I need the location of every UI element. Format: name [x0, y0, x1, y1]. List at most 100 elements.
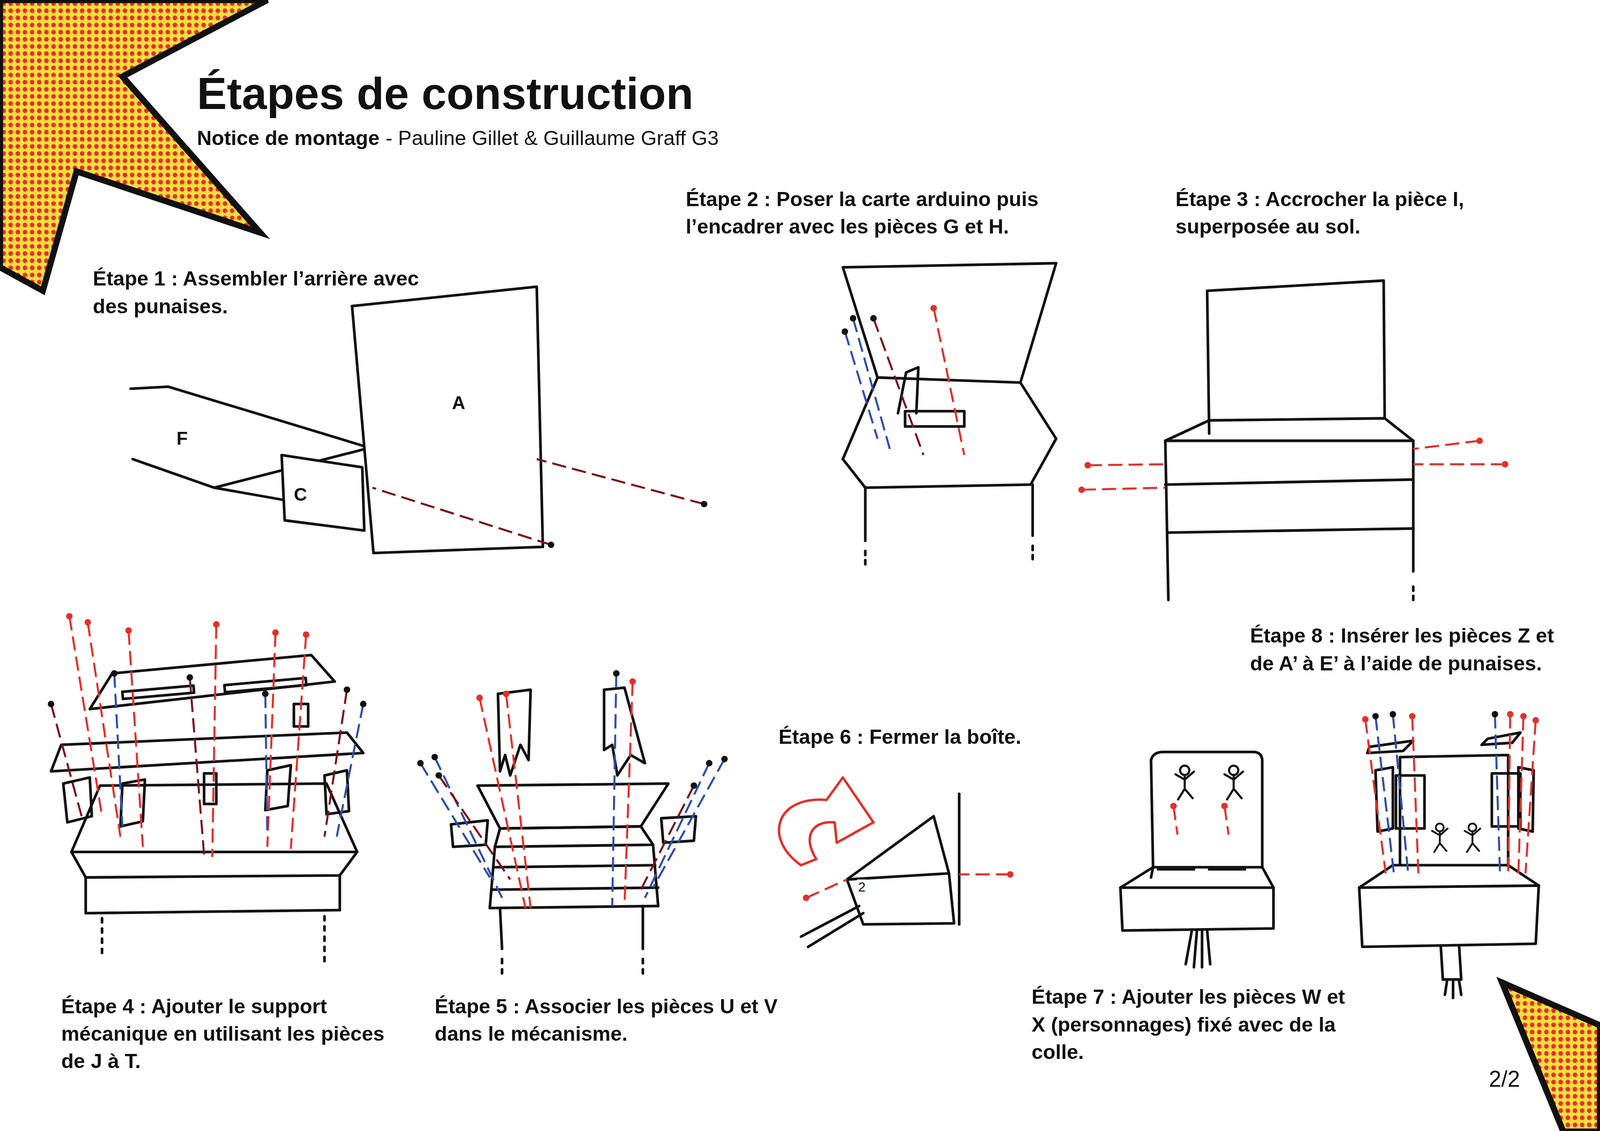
- sketch-line: [47, 304, 1540, 909]
- sketch-line: [1495, 714, 1501, 874]
- step-caption: Étape 1 : Assembler l’arrière avec des p…: [93, 265, 435, 321]
- sketch-line: [1525, 720, 1536, 874]
- sketch-line: [343, 686, 351, 693]
- sketch-line: [612, 673, 617, 907]
- sketch-line: [1491, 711, 1498, 718]
- sketch-line: [721, 755, 728, 763]
- sketch-line: [1031, 484, 1034, 536]
- sketch-line: [1158, 867, 1194, 871]
- sketch-line: [1506, 711, 1514, 718]
- sketch-line: [476, 694, 483, 702]
- sketch-line: [1209, 867, 1245, 871]
- sketch-line: [503, 690, 510, 697]
- sketch-line: [189, 677, 204, 856]
- sketch-line: [1081, 487, 1165, 490]
- sketch-line: [603, 687, 645, 776]
- sketch-line: [1007, 871, 1014, 878]
- sketch-line: [265, 693, 268, 837]
- subtitle: Notice de montage: [197, 124, 380, 151]
- authors: - Pauline Gillet & Guillaume Graff G3: [385, 124, 719, 151]
- sketch-line: [849, 315, 857, 322]
- sketch-line: [272, 629, 279, 636]
- sketch-line: [499, 908, 502, 949]
- sketch-line: [1185, 930, 1211, 968]
- sketch-line: [212, 621, 220, 628]
- sketch-line: [1481, 732, 1521, 745]
- sketch-line: [1520, 712, 1527, 720]
- sketch-line: [1165, 439, 1414, 443]
- sketch-line: [1413, 463, 1506, 466]
- sketch-line: [494, 865, 655, 868]
- sketch-line: [641, 959, 645, 980]
- sketch-line: [629, 678, 636, 685]
- sketch-line: [706, 759, 713, 767]
- sketch-line: [262, 690, 269, 697]
- sketch-line: [1367, 740, 1414, 754]
- sketch-line: [690, 782, 697, 790]
- sketch-line: [863, 550, 867, 567]
- sketch-line: [1151, 752, 1263, 868]
- sketch-line: [323, 916, 327, 968]
- sketch-line: [1221, 802, 1228, 810]
- sketch-line: [290, 634, 307, 850]
- sketch-line: [1412, 716, 1419, 874]
- sketch-line: [506, 693, 531, 909]
- sketch-line: [84, 877, 88, 914]
- sketch-line: [959, 873, 1011, 876]
- sketch-line: [66, 612, 73, 620]
- sketch-line: [1375, 716, 1394, 874]
- sketch-line: [805, 879, 847, 899]
- sketch-line: [852, 318, 890, 449]
- sketch-line: [1408, 712, 1416, 720]
- sketch-line: [644, 763, 710, 898]
- sketch-line: [1173, 805, 1178, 835]
- sketch-line: [1532, 716, 1539, 724]
- sketch-line: [1432, 823, 1448, 853]
- sketch-line: [640, 785, 694, 890]
- sketch-line: [846, 816, 950, 880]
- sketch-line: [957, 794, 961, 925]
- sketch-line: [186, 674, 193, 681]
- sketch-line: [212, 624, 217, 858]
- sketch-line: [1175, 765, 1195, 800]
- sketch-line: [338, 875, 342, 911]
- sketch-line: [930, 304, 937, 312]
- sketch-line: [417, 759, 424, 767]
- step-caption: Étape 3 : Accrocher la pièce I, superpos…: [1175, 185, 1523, 241]
- sketch-line: [1087, 464, 1166, 466]
- sketch-line: [1440, 946, 1462, 998]
- sketch-line: [1412, 440, 1415, 572]
- sketch-line: [1165, 418, 1414, 441]
- sketch-line: [87, 622, 121, 837]
- sketch-line: [808, 913, 864, 947]
- sketch-line: [1165, 440, 1169, 600]
- sketch-line: [435, 772, 442, 779]
- sketch-line: [89, 654, 335, 710]
- sketch-line: [1151, 867, 1154, 878]
- sketch-line: [431, 753, 438, 761]
- sketch-line: [1359, 865, 1539, 888]
- sketch-line: [863, 487, 867, 541]
- sketch-line: [1501, 461, 1509, 468]
- sketch-line: [1464, 823, 1481, 853]
- sketch-line: [132, 459, 284, 500]
- sketch-line: [352, 286, 543, 554]
- sketch-line: [1168, 528, 1414, 533]
- step-caption: Étape 7 : Ajouter les pièces W et X (per…: [1031, 983, 1354, 1067]
- part-letter: F: [176, 427, 188, 450]
- sketch-line: [1165, 479, 1414, 485]
- sketch-line: [85, 910, 340, 914]
- sketch-line: [494, 826, 654, 847]
- sketch-line: [1412, 586, 1415, 603]
- sketch-line: [1031, 545, 1034, 562]
- page-number: 2/2: [1488, 1065, 1520, 1095]
- step-caption: Étape 4 : Ajouter le support mécanique e…: [61, 992, 386, 1076]
- sketch-line: [1508, 714, 1511, 874]
- sketch-line: [420, 763, 490, 878]
- sketch-line: [224, 678, 307, 693]
- sketch-line: [1078, 486, 1085, 494]
- sketch-line: [612, 670, 620, 677]
- sketch-line: [841, 328, 848, 335]
- sketch-line: [130, 386, 364, 447]
